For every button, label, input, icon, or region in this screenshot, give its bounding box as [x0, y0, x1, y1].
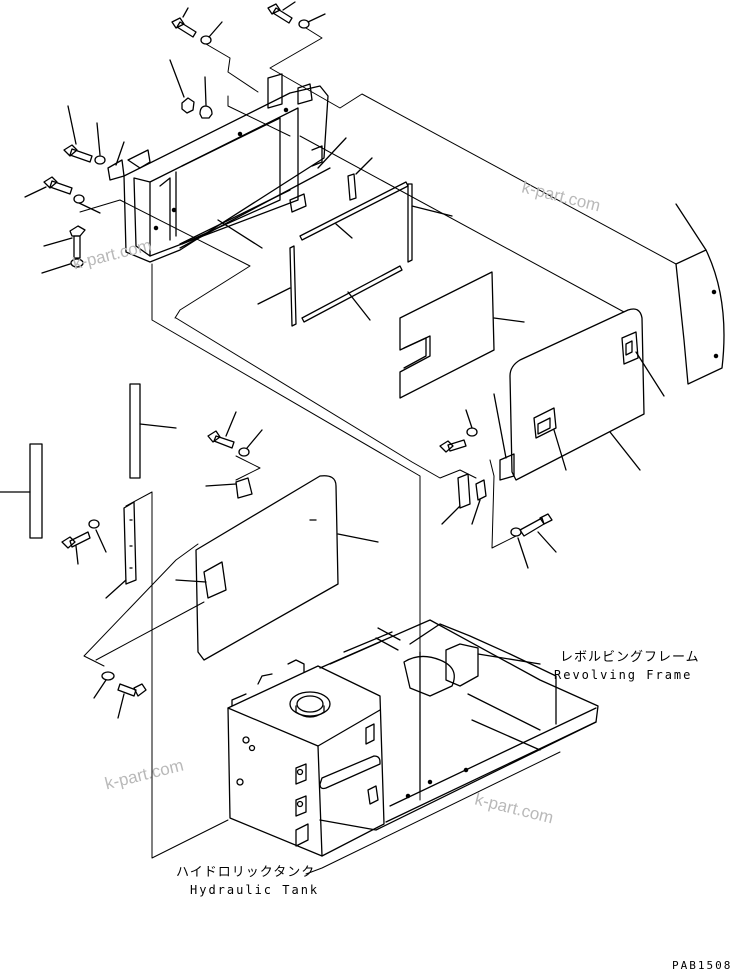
washer-top-left	[200, 21, 223, 45]
bolt-left-2	[24, 176, 73, 198]
clip-small	[347, 157, 373, 201]
end-cover	[675, 203, 725, 385]
door-hinge-right	[493, 393, 515, 481]
insulation-panel	[399, 271, 525, 399]
gasket-strip-4	[301, 265, 403, 323]
door-panel	[509, 308, 665, 481]
bolt-middle	[207, 411, 237, 449]
bolt-top-left	[171, 7, 197, 38]
gasket-strip-1	[299, 181, 409, 241]
bracket-small-left	[107, 141, 125, 181]
revolving-frame	[319, 619, 599, 831]
hydraulic-tank-label-jp: ハイドロリックタンク	[176, 865, 316, 880]
bolt-left-mid	[61, 519, 107, 565]
bolt-left-1	[63, 105, 93, 163]
revolving-frame-label-en: Revolving Frame	[554, 668, 693, 682]
bolt-door-hinge	[439, 409, 478, 453]
gasket-strip-2	[407, 183, 453, 263]
hinge-left-panel	[105, 501, 137, 599]
revolving-frame-label-jp: レボルビングフレーム	[560, 650, 700, 665]
washer-left-1	[94, 122, 106, 165]
frame-assembly	[123, 73, 347, 263]
washer-left-3	[41, 258, 84, 274]
washer-left-2	[73, 194, 101, 214]
vertical-strip-left-2	[0, 443, 43, 539]
hydraulic-tank-label-en: Hydraulic Tank	[190, 883, 320, 897]
vertical-strip-left-1	[129, 383, 177, 479]
bolt-top-right	[267, 1, 296, 24]
bolt-lower-right	[510, 513, 557, 569]
washer-middle	[238, 429, 263, 457]
bolt-left-low	[93, 671, 147, 719]
hinge-center	[441, 473, 487, 525]
drawing-code: PAB1508	[672, 959, 733, 972]
side-panel	[175, 475, 379, 661]
hydraulic-tank	[227, 659, 385, 857]
gasket-strip-3	[257, 245, 297, 327]
clip-middle	[205, 477, 253, 499]
cap-nut-frame-top	[199, 76, 213, 119]
washer-top-right	[298, 13, 326, 29]
bolt-left-3	[43, 225, 86, 259]
nut-frame-top	[169, 59, 195, 114]
assembly-leader-lines	[79, 27, 677, 875]
